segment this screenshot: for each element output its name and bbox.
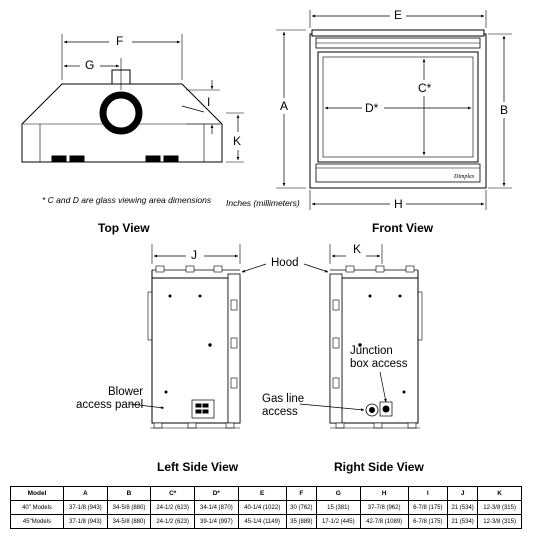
cell-f: 35 (889) (285, 514, 317, 529)
top-view-drawing (21, 34, 244, 163)
top-view-dim-k-label: K (233, 134, 242, 148)
header-d: D* (194, 486, 239, 501)
header-j: J (446, 486, 479, 501)
cell-c: 24-1/2 (623) (150, 514, 196, 529)
blower-access-panel-label: Blower access panel (76, 386, 144, 411)
table-row: 40" Models 37-1/8 (943) 34-5/8 (880) 24-… (10, 500, 522, 515)
header-k: K (477, 486, 522, 501)
right-side-view-drawing (299, 244, 423, 429)
header-h: H (359, 486, 409, 501)
front-view-dim-a-label: A (280, 99, 289, 113)
top-view-dim-g-label: G (85, 58, 95, 72)
header-f: F (285, 486, 317, 501)
front-view-dim-h-label: H (394, 197, 403, 211)
left-side-view-title: Left Side View (157, 460, 239, 474)
left-side-view-drawing (129, 244, 267, 429)
cell-g: 15 (381) (315, 500, 361, 515)
cell-d: 34-1/4 (870) (194, 500, 239, 515)
cell-e: 45-1/4 (1149) (237, 514, 287, 529)
cell-c: 24-1/2 (623) (150, 500, 196, 515)
cell-a: 37-1/8 (943) (63, 500, 108, 515)
front-view-dim-c-label: C* (418, 81, 432, 95)
cell-k: 12-3/8 (315) (477, 500, 522, 515)
cell-h: 37-7/8 (962) (359, 500, 409, 515)
cell-a: 37-1/8 (943) (63, 514, 108, 529)
header-model: Model (10, 486, 64, 501)
top-view-dim-f-label: F (116, 34, 124, 48)
cell-f: 30 (762) (285, 500, 317, 515)
cell-j: 21 (534) (446, 500, 479, 515)
table-row: 45"Models 37-1/8 (943) 34-5/8 (880) 24-1… (10, 514, 522, 529)
dimensions-table: Model A B C* D* E F G H I J K 40" Models… (10, 486, 522, 529)
header-g: G (315, 486, 361, 501)
cell-i: 6-7/8 (175) (407, 514, 449, 529)
header-i: I (407, 486, 449, 501)
header-e: E (237, 486, 287, 501)
left-side-dim-j-label: J (191, 248, 197, 262)
header-b: B (106, 486, 152, 501)
units-note: Inches (millimeters) (226, 198, 300, 208)
gas-line-access-label: Gas line access (262, 393, 305, 418)
cell-model: 40" Models (10, 500, 64, 515)
cell-k: 12-3/8 (315) (477, 514, 522, 529)
top-view-title: Top View (98, 221, 150, 235)
glass-area-note: * C and D are glass viewing area dimensi… (42, 195, 212, 205)
junction-box-access-label: Junction box access (350, 345, 408, 370)
header-c: C* (150, 486, 196, 501)
right-side-view-title: Right Side View (334, 460, 424, 474)
cell-j: 21 (534) (446, 514, 479, 529)
front-view-dim-b-label: B (500, 103, 509, 117)
cell-b: 34-5/8 (880) (106, 500, 152, 515)
hood-label: Hood (271, 257, 299, 269)
right-side-dim-k-label: K (353, 242, 362, 256)
table-header-row: Model A B C* D* E F G H I J K (10, 486, 522, 501)
svg-text:Dimplex: Dimplex (453, 174, 475, 180)
cell-b: 34-5/8 (880) (106, 514, 152, 529)
cell-g: 17-1/2 (445) (315, 514, 361, 529)
cell-d: 39-1/4 (997) (194, 514, 239, 529)
front-view-dim-e-label: E (394, 8, 403, 22)
top-view-dim-i-label: I (207, 95, 211, 109)
cell-e: 40-1/4 (1022) (237, 500, 287, 515)
cell-h: 42-7/8 (1089) (359, 514, 409, 529)
header-a: A (63, 486, 108, 501)
cell-model: 45"Models (10, 514, 64, 529)
cell-i: 6-7/8 (175) (407, 500, 449, 515)
front-view-title: Front View (372, 221, 434, 235)
front-view-dim-d-label: D* (365, 101, 379, 115)
front-view-drawing: Dimplex (276, 10, 512, 210)
